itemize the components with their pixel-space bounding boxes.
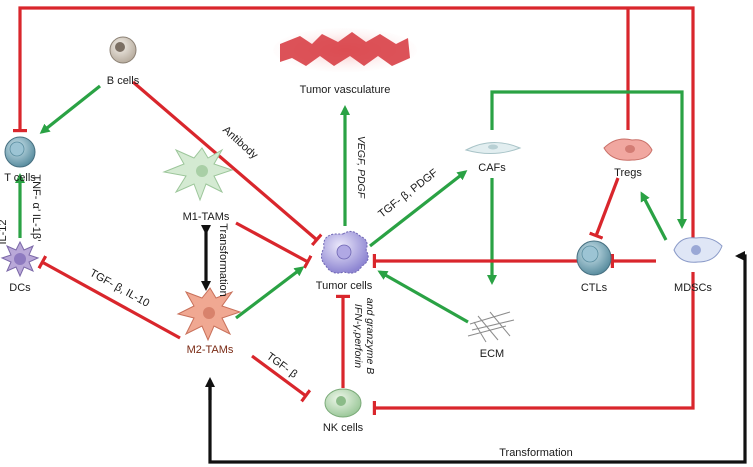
label-b-cells: B cells [107, 75, 140, 87]
label-antibody: Antibody [220, 124, 260, 162]
edge-tumor-promote-cafs [369, 170, 468, 248]
label-m1-tams: M1-TAMs [183, 211, 230, 223]
edge-tregs-inhibit-ctls [589, 177, 620, 240]
label-il12: IL-12 [0, 219, 9, 244]
m1-tam-icon [162, 147, 234, 202]
label-vegf-pdgf: VEGF, PDGF [355, 136, 367, 199]
label-tumor-vasculature: Tumor vasculature [300, 84, 391, 96]
label-m2-tams: M2-TAMs [187, 344, 234, 356]
label-transformation-bottom: Transformation [499, 447, 573, 459]
edge-m2-inhibit-dcs [37, 255, 181, 340]
caf-icon [464, 142, 522, 154]
label-ctls: CTLs [581, 282, 608, 294]
label-mdscs: MDSCs [674, 282, 712, 294]
tumor-vasculature-icon [273, 28, 417, 72]
edge-mdscs-inhibit-nk [372, 272, 695, 415]
ecm-icon [467, 311, 515, 343]
label-tgf-pdgf: TGF- β, PDGF [376, 167, 440, 221]
edge-m1-inhibit-tumor [235, 221, 313, 269]
edge-mdscs-promote-tregs [640, 191, 668, 241]
node-labels: B cells T cells DCs M1-TAMs M2-TAMs Tumo… [4, 75, 712, 434]
label-dcs: DCs [9, 282, 31, 294]
label-tnf-il1b: TNF- α’ IL-1β’ [30, 174, 42, 241]
b-cell-icon [109, 36, 137, 64]
edge-bcells-activate-tcells [39, 84, 101, 134]
edges [13, 6, 747, 464]
label-ecm: ECM [480, 348, 504, 360]
edge-m2-inhibit-nk [251, 354, 312, 403]
label-t-cells: T cells [4, 172, 36, 184]
edge-bcells-inhibit-tumor [131, 80, 323, 247]
edge-bottom-transformation-to-mdscs [208, 251, 747, 464]
t-cell-icon [4, 136, 36, 168]
edge-m2-promote-tumor [235, 266, 305, 320]
edge-mdscs-inhibit-tcells [13, 6, 695, 243]
tumor-cell-icon [320, 230, 369, 274]
edge-cafs-promote-mdscs [490, 90, 687, 229]
label-ifn-line2: and granzyme B [364, 298, 376, 374]
edge-ecm-promote-tumor [377, 270, 469, 324]
label-tumor-cells: Tumor cells [316, 280, 373, 292]
m2-tam-icon [176, 287, 242, 342]
cells [0, 28, 723, 418]
mdsc-icon [673, 237, 723, 263]
treg-icon [603, 138, 653, 161]
label-nk-cells: NK cells [323, 422, 364, 434]
label-transformation-vertical: Transformation [217, 223, 229, 297]
ctl-icon [576, 240, 612, 276]
dc-icon [0, 240, 40, 278]
label-tregs: Tregs [614, 167, 642, 179]
label-cafs: CAFs [478, 162, 506, 174]
label-ifn-line1: IFN-γ,perforin [352, 304, 364, 368]
nk-cell-icon [324, 388, 362, 418]
